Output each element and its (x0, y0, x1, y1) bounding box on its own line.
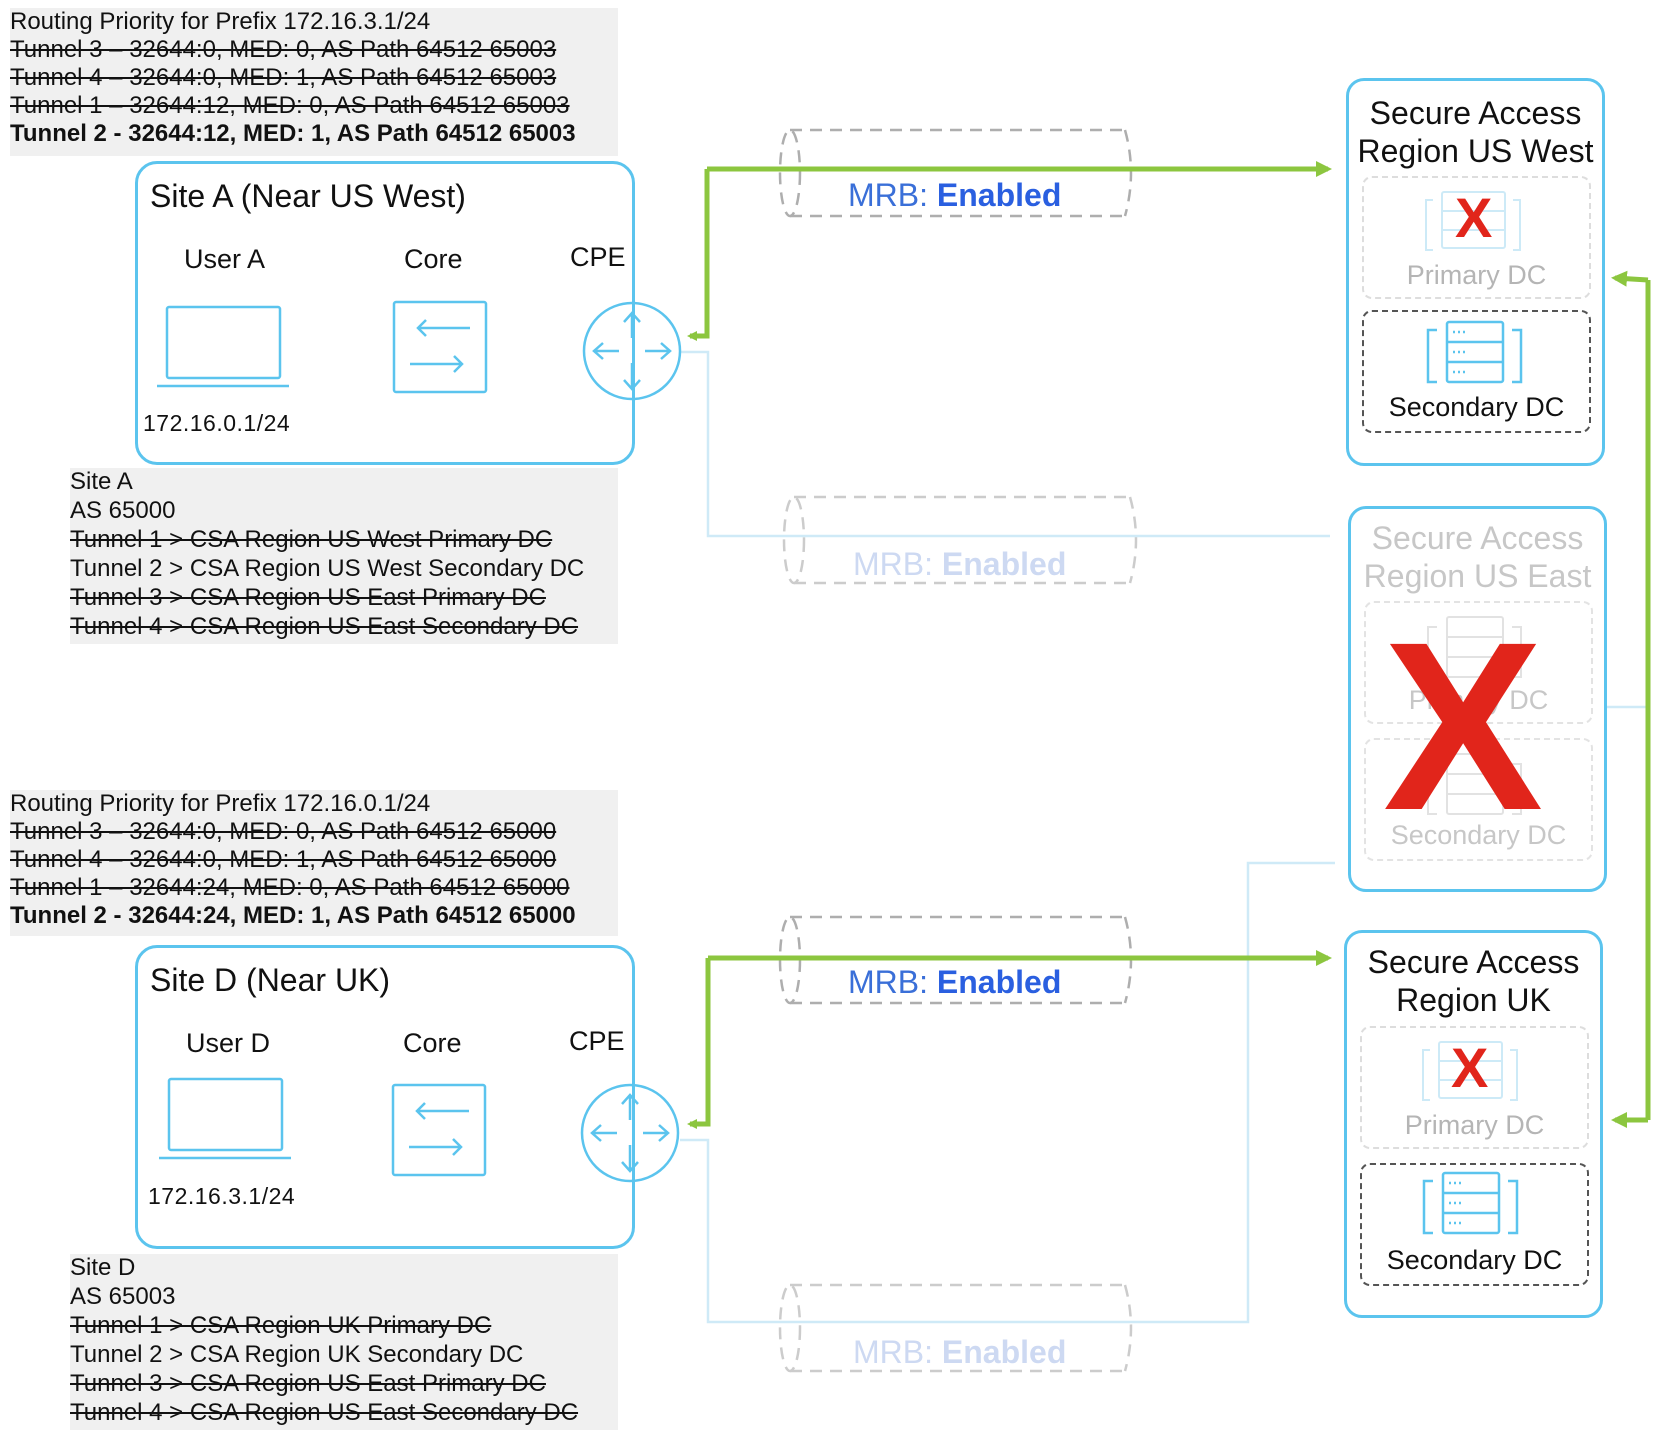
region-fail-x-icon: X (1383, 592, 1544, 860)
cpe-label: CPE (570, 242, 626, 272)
tunnel-mapping: Tunnel 1 > CSA Region UK Primary DC (70, 1312, 492, 1339)
tunnel-mapping: Tunnel 4 > CSA Region US East Secondary … (70, 613, 579, 640)
mrb-key: MRB: (853, 546, 933, 582)
mrb-value: Enabled (941, 1334, 1067, 1370)
site-as: AS 65003 (70, 1283, 176, 1310)
region-uk: Secure Access Region UK Primary DC Secon… (1344, 930, 1603, 1318)
user-label: User D (186, 1028, 271, 1058)
secondary-dc: Secondary DC (1362, 310, 1591, 433)
active-link-d (687, 950, 1332, 1129)
region-title-line: Secure Access (1367, 944, 1580, 980)
mrb-key: MRB: (848, 964, 928, 1000)
mrb-value: Enabled (936, 177, 1062, 213)
region-title-line: Region US East (1363, 558, 1592, 594)
region-us-west: Secure Access Region US West Primary DC … (1346, 78, 1605, 466)
region-title-line: Region US West (1357, 133, 1594, 169)
tunnel-mapping: Tunnel 3 > CSA Region US East Primary DC (70, 1370, 546, 1397)
fail-x-icon: X (1451, 1036, 1489, 1099)
mrb-label-a1: MRB: Enabled (848, 177, 1061, 214)
tunnel-cylinder-a1 (778, 128, 1133, 218)
active-link-a (687, 161, 1332, 341)
site-name: Site D (70, 1254, 136, 1281)
mrb-label-d1: MRB: Enabled (848, 964, 1061, 1001)
dc-label: Primary DC (1404, 1110, 1545, 1140)
cpe-label: CPE (569, 1026, 625, 1056)
routing-priority-title: Routing Priority for Prefix 172.16.0.1/2… (10, 790, 431, 817)
tunnel-mapping: Tunnel 1 > CSA Region US West Primary DC (70, 526, 553, 553)
primary-dc: Primary DC (1362, 176, 1591, 299)
routing-line: Tunnel 1 – 32644:12, MED: 0, AS Path 645… (10, 92, 570, 119)
tunnel-mapping-active: Tunnel 2 > CSA Region UK Secondary DC (70, 1341, 524, 1368)
primary-dc: Primary DC (1364, 601, 1593, 724)
mrb-value: Enabled (941, 546, 1067, 582)
tunnel-mapping: Tunnel 3 > CSA Region US East Primary DC (70, 584, 546, 611)
routing-priority-a: Routing Priority for Prefix 172.16.3.1/2… (10, 8, 618, 156)
dc-label: Primary DC (1408, 685, 1549, 715)
mrb-label-a2: MRB: Enabled (853, 546, 1066, 583)
region-title-line: Secure Access (1369, 95, 1582, 131)
routing-line-active: Tunnel 2 - 32644:24, MED: 1, AS Path 645… (10, 902, 576, 929)
site-title: Site D (Near UK) (150, 962, 391, 998)
site-name: Site A (70, 468, 133, 495)
site-as: AS 65000 (70, 497, 176, 524)
region-title-line: Secure Access (1371, 520, 1584, 556)
routing-priority-d: Routing Priority for Prefix 172.16.0.1/2… (10, 790, 618, 936)
tunnel-mapping-active: Tunnel 2 > CSA Region US West Secondary … (70, 555, 585, 582)
region-title-line: Region UK (1396, 982, 1551, 1018)
site-a-info: Site A AS 65000 Tunnel 1 > CSA Region US… (70, 468, 618, 644)
region-title: Secure Access Region UK (1347, 943, 1600, 1019)
core-label: Core (404, 244, 463, 274)
mrb-label-d2: MRB: Enabled (853, 1334, 1066, 1371)
inactive-links (680, 350, 1650, 1324)
region-us-east: Secure Access Region US East Primary DC … (1348, 506, 1607, 892)
mrb-key: MRB: (853, 1334, 933, 1370)
routing-line: Tunnel 3 – 32644:0, MED: 0, AS Path 6451… (10, 818, 557, 845)
secondary-dc: Secondary DC (1360, 1163, 1589, 1286)
inter-region-link (1611, 270, 1651, 1128)
mrb-key: MRB: (848, 177, 928, 213)
primary-dc: Primary DC (1360, 1026, 1589, 1149)
tunnel-mapping: Tunnel 4 > CSA Region US East Secondary … (70, 1399, 579, 1426)
tunnel-cylinder-d2 (778, 1283, 1133, 1373)
ip-label: 172.16.0.1/24 (143, 410, 291, 436)
core-label: Core (403, 1028, 462, 1058)
mrb-value: Enabled (936, 964, 1062, 1000)
ip-label: 172.16.3.1/24 (148, 1183, 296, 1209)
fail-x-icon: X (1455, 186, 1493, 249)
site-a-box: Site A (Near US West) User A Core CPE 17… (135, 161, 635, 465)
routing-line-active: Tunnel 2 - 32644:12, MED: 1, AS Path 645… (10, 120, 576, 147)
user-label: User A (184, 244, 266, 274)
site-title: Site A (Near US West) (150, 178, 466, 214)
routing-line: Tunnel 4 – 32644:0, MED: 1, AS Path 6451… (10, 846, 557, 873)
dc-label: Secondary DC (1390, 820, 1567, 850)
region-title: Secure Access Region US East (1351, 519, 1604, 595)
dc-label: Primary DC (1406, 260, 1547, 290)
dc-label: Secondary DC (1386, 1245, 1563, 1275)
routing-line: Tunnel 1 – 32644:24, MED: 0, AS Path 645… (10, 874, 570, 901)
site-d-info: Site D AS 65003 Tunnel 1 > CSA Region UK… (70, 1254, 618, 1430)
dc-label: Secondary DC (1388, 392, 1565, 422)
routing-line: Tunnel 3 – 32644:0, MED: 0, AS Path 6451… (10, 36, 557, 63)
secondary-dc: Secondary DC (1364, 738, 1593, 861)
site-d-box: Site D (Near UK) User D Core CPE 172.16.… (135, 945, 635, 1249)
region-title: Secure Access Region US West (1349, 94, 1602, 170)
routing-line: Tunnel 4 – 32644:0, MED: 1, AS Path 6451… (10, 64, 557, 91)
routing-priority-title: Routing Priority for Prefix 172.16.3.1/2… (10, 8, 431, 35)
tunnel-cylinder-a2 (782, 495, 1138, 585)
